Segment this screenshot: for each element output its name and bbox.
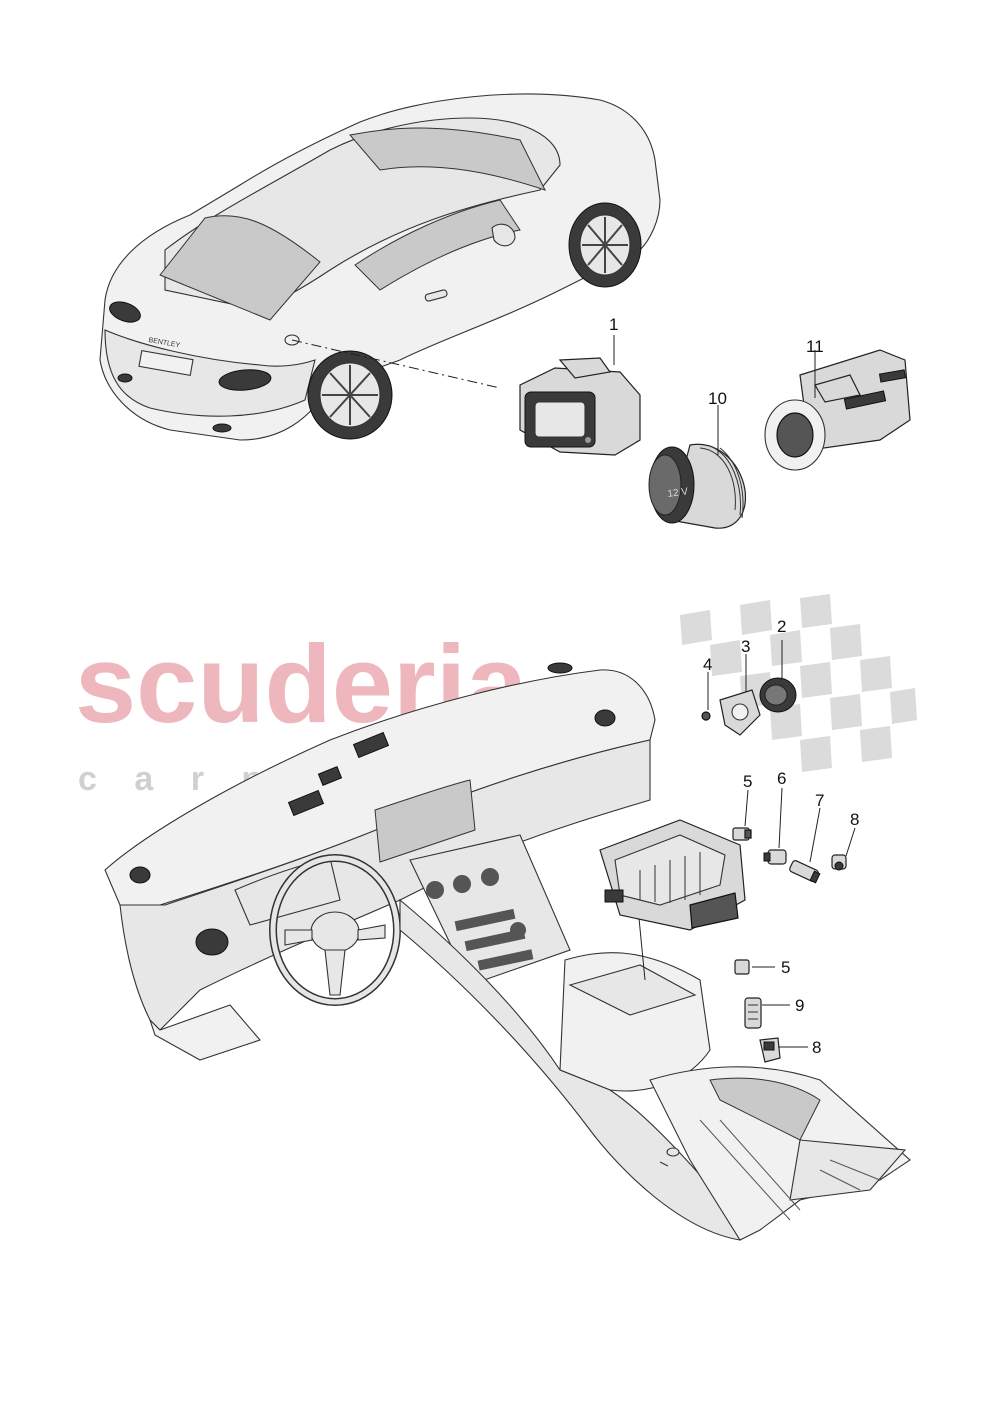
part-9-lamp[interactable] bbox=[744, 997, 762, 1029]
part-7-bulb[interactable] bbox=[789, 860, 821, 884]
part-11-lighter-body[interactable] bbox=[764, 349, 911, 471]
callout-labels: 1 10 11 2 3 4 5 6 7 8 5 9 8 bbox=[609, 315, 859, 1057]
leader-lines bbox=[613, 335, 856, 1048]
callout-2: 2 bbox=[777, 617, 786, 636]
socket-label: 12 V bbox=[667, 486, 689, 500]
part-1-socket-housing[interactable] bbox=[519, 357, 641, 456]
callout-9: 9 bbox=[795, 996, 804, 1015]
part-10-12v-socket[interactable]: 12 V bbox=[648, 443, 747, 529]
callout-1: 1 bbox=[609, 315, 618, 334]
car-illustration: BENTLEY bbox=[99, 93, 661, 441]
part-3-bracket[interactable] bbox=[719, 689, 761, 736]
callout-4: 4 bbox=[703, 655, 712, 674]
part-6-socket[interactable] bbox=[763, 849, 787, 865]
callout-7: 7 bbox=[815, 791, 824, 810]
part-2-cap[interactable] bbox=[759, 677, 797, 713]
callout-6: 6 bbox=[777, 769, 786, 788]
console-bin-assembly[interactable] bbox=[599, 819, 746, 931]
checkered-flag-icon bbox=[680, 594, 917, 772]
callout-5-lower: 5 bbox=[781, 958, 790, 977]
callout-5-upper: 5 bbox=[743, 772, 752, 791]
part-8-clip-upper[interactable] bbox=[831, 854, 847, 871]
dashboard-illustration bbox=[104, 662, 911, 1241]
callout-8-lower: 8 bbox=[812, 1038, 821, 1057]
rear-window bbox=[159, 215, 321, 321]
part-5-bulb-holder-lower[interactable] bbox=[734, 959, 750, 975]
part-8-clip-lower[interactable] bbox=[759, 1037, 781, 1063]
callout-8-upper: 8 bbox=[850, 810, 859, 829]
callout-11: 11 bbox=[806, 337, 824, 356]
part-5-bulb-holder-upper[interactable] bbox=[732, 827, 752, 841]
callout-10: 10 bbox=[708, 389, 727, 408]
part-4-clip[interactable] bbox=[701, 711, 711, 721]
callout-3: 3 bbox=[741, 637, 750, 656]
